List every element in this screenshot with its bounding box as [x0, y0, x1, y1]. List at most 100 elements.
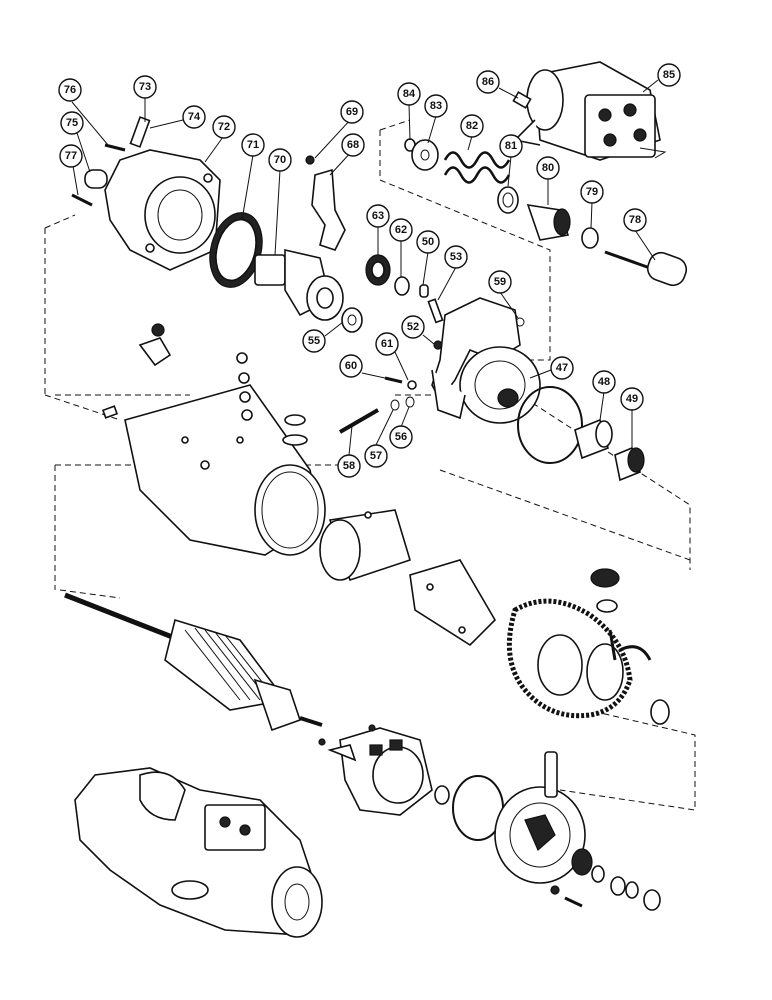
svg-text:52: 52 [407, 321, 419, 333]
frame-terminal-parts [101, 323, 308, 446]
callout-84: 84 [397, 82, 421, 106]
bushing-part [84, 169, 108, 189]
callout-52: 52 [401, 315, 425, 339]
bolt-part-60 [384, 376, 403, 384]
plunger-rod-part [604, 250, 688, 287]
washer-part-61 [407, 380, 417, 390]
bolt-part [71, 116, 151, 207]
callout-60: 60 [339, 354, 363, 378]
callout-71: 71 [241, 133, 265, 157]
svg-text:56: 56 [395, 431, 407, 443]
callout-49: 49 [620, 387, 644, 411]
callout-72: 72 [212, 115, 236, 139]
callout-70: 70 [268, 148, 292, 172]
svg-text:83: 83 [430, 100, 442, 112]
pole-shoe-part-upper [319, 509, 411, 582]
callout-81: 81 [499, 134, 523, 158]
pin-part-58 [338, 408, 380, 434]
svg-text:81: 81 [505, 140, 517, 152]
svg-text:62: 62 [395, 224, 407, 236]
svg-text:75: 75 [66, 117, 78, 129]
callout-76: 76 [58, 78, 82, 102]
ring-part-56 [405, 396, 415, 408]
svg-text:82: 82 [466, 120, 478, 132]
svg-text:76: 76 [64, 84, 76, 96]
end-hardware-parts [550, 848, 661, 911]
callout-58: 58 [337, 454, 361, 478]
washer-part-55 [341, 307, 363, 333]
shift-lever-part [305, 155, 346, 251]
svg-text:57: 57 [370, 450, 382, 462]
svg-text:60: 60 [345, 360, 357, 372]
seal-part-63 [365, 254, 391, 286]
callout-57: 57 [364, 444, 388, 468]
callout-48: 48 [592, 370, 616, 394]
callout-68: 68 [341, 133, 365, 157]
svg-text:86: 86 [482, 76, 494, 88]
svg-text:63: 63 [372, 210, 384, 222]
callout-73: 73 [133, 75, 157, 99]
svg-text:71: 71 [247, 139, 259, 151]
svg-text:77: 77 [65, 150, 77, 162]
screw-part-53 [427, 298, 444, 324]
svg-text:55: 55 [308, 335, 320, 347]
drive-housing-part [104, 149, 221, 271]
callout-63: 63 [366, 204, 390, 228]
svg-text:68: 68 [347, 139, 359, 151]
callout-74: 74 [182, 105, 206, 129]
brush-holder-part [318, 724, 433, 816]
svg-text:84: 84 [403, 88, 416, 100]
plunger-spring-part [443, 151, 511, 184]
svg-text:69: 69 [346, 106, 358, 118]
svg-text:50: 50 [422, 236, 434, 248]
seal-part-81 [497, 186, 519, 214]
lever-housing-part [431, 297, 541, 424]
svg-text:74: 74 [188, 111, 201, 123]
plunger-part [526, 204, 571, 241]
svg-text:73: 73 [139, 81, 151, 93]
armature-part [64, 592, 323, 732]
callout-59: 59 [488, 270, 512, 294]
callout-69: 69 [340, 100, 364, 124]
callout-75: 75 [60, 111, 84, 135]
callout-61: 61 [375, 332, 399, 356]
callout-47: 47 [550, 356, 574, 380]
callout-77: 77 [59, 144, 83, 168]
callout-56: 56 [389, 425, 413, 449]
svg-text:85: 85 [663, 69, 675, 81]
bushing-part-48 [574, 418, 613, 460]
bushing-part-49 [614, 446, 645, 482]
svg-text:80: 80 [542, 162, 554, 174]
callout-62: 62 [389, 218, 413, 242]
callout-50: 50 [416, 230, 440, 254]
callout-83: 83 [424, 94, 448, 118]
callout-86: 86 [476, 70, 500, 94]
leader-lines [71, 79, 659, 456]
dashed-group-outline-solenoid [379, 119, 551, 361]
svg-text:72: 72 [218, 121, 230, 133]
svg-text:59: 59 [494, 276, 506, 288]
seal-ring-part [209, 212, 263, 288]
callout-79: 79 [580, 180, 604, 204]
ring-part-57 [390, 399, 400, 411]
callout-53: 53 [444, 245, 468, 269]
assembled-starter-part [74, 767, 323, 938]
callout-85: 85 [657, 63, 681, 87]
svg-text:70: 70 [274, 154, 286, 166]
dashed-group-outline-upper [44, 214, 691, 570]
pole-shoe-part-lower [409, 559, 497, 647]
washer-part-83 [411, 139, 439, 171]
field-coil-part [506, 598, 652, 719]
callout-80: 80 [536, 156, 560, 180]
pin-part-50 [419, 284, 429, 298]
frame-housing-part [124, 384, 326, 556]
svg-text:47: 47 [556, 362, 568, 374]
svg-text:79: 79 [586, 186, 598, 198]
field-coil-hardware [590, 568, 670, 725]
callout-82: 82 [460, 114, 484, 138]
svg-text:58: 58 [343, 460, 355, 472]
drive-clutch-part [254, 248, 344, 321]
callout-78: 78 [623, 208, 647, 232]
svg-text:49: 49 [626, 393, 638, 405]
